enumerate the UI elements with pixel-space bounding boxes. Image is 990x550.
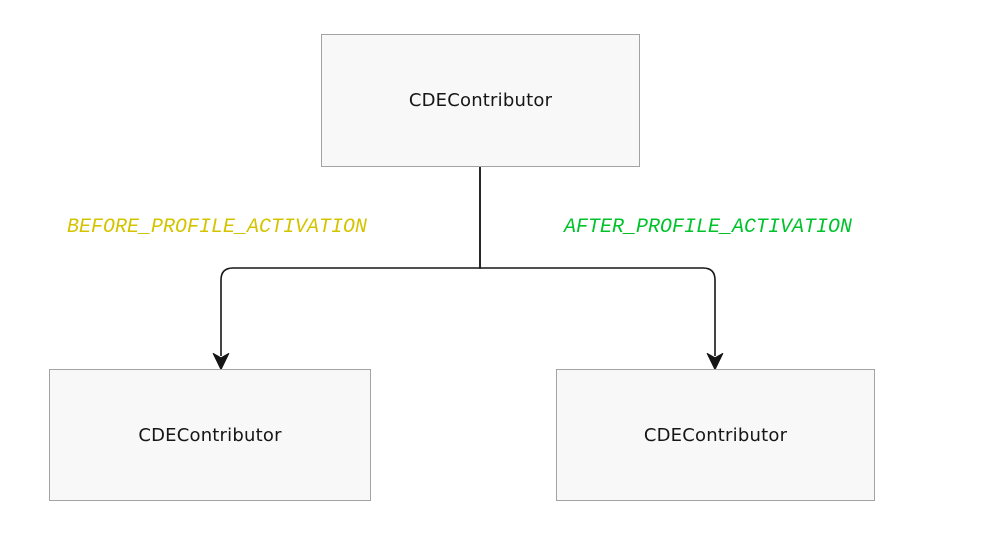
edge-label-before-profile-activation: BEFORE_PROFILE_ACTIVATION (67, 216, 368, 239)
edge-label-after-profile-activation: AFTER_PROFILE_ACTIVATION (564, 216, 853, 239)
edge-after-path (479, 167, 716, 356)
node-cdecontributor-right: CDEContributor (556, 369, 875, 501)
node-label: CDEContributor (408, 90, 553, 111)
node-label: CDEContributor (643, 424, 788, 446)
node-cdecontributor-left: CDEContributor (49, 369, 371, 501)
node-label: CDEContributor (138, 424, 282, 446)
edge-before-path (220, 167, 481, 356)
arrowhead-down-right-icon (706, 353, 724, 370)
arrowhead-down-left-icon (212, 353, 230, 370)
node-cdecontributor-parent: CDEContributor (321, 34, 640, 167)
